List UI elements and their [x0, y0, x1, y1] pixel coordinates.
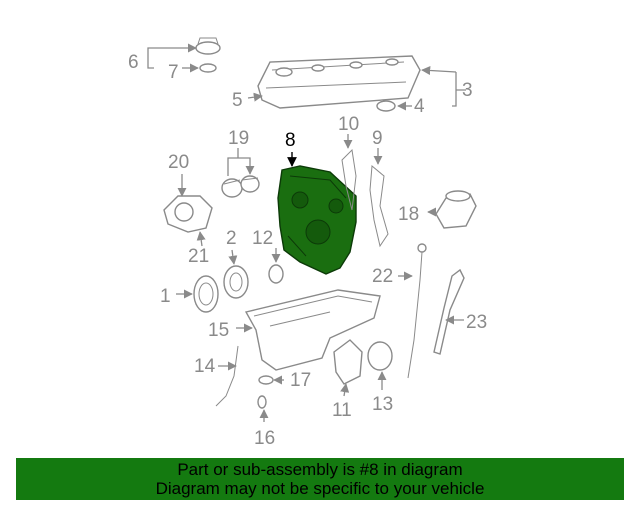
- dipstick-part: [407, 251, 423, 379]
- drain-plug-part: [258, 375, 274, 385]
- callout-16: 16: [254, 428, 275, 449]
- callout-12: 12: [252, 228, 273, 249]
- callout-9: 9: [372, 128, 383, 149]
- callout-4: 4: [414, 96, 425, 117]
- cover-gasket-part: [341, 148, 357, 211]
- callout-21: 21: [188, 246, 209, 267]
- callout-14: 14: [194, 356, 216, 377]
- idler-pulley-part: [223, 265, 249, 299]
- callout-17: 17: [290, 370, 311, 391]
- thermostat-part: [221, 175, 260, 198]
- callout-8: 8: [285, 130, 296, 151]
- banner-line-disclaimer: Diagram may not be specific to your vehi…: [155, 479, 485, 498]
- oil-pan-part: [244, 289, 381, 371]
- callout-15: 15: [208, 320, 229, 341]
- callout-5: 5: [232, 90, 243, 111]
- cylinder-head-cover-part: [257, 55, 421, 109]
- callout-23: 23: [466, 312, 487, 333]
- callout-22: 22: [372, 266, 393, 287]
- callout-3: 3: [462, 80, 473, 101]
- water-pump-part: [163, 195, 213, 233]
- timing-cover-part: [277, 165, 357, 275]
- part-info-banner: Part or sub-assembly is #8 in diagram Di…: [16, 458, 624, 500]
- callout-13: 13: [372, 394, 393, 415]
- callout-2: 2: [226, 228, 237, 249]
- callout-19: 19: [228, 128, 249, 149]
- oil-level-sensor-part: [215, 345, 239, 407]
- cap-gasket-part: [199, 63, 217, 73]
- parts-diagram: 6 7 5 3 4 8 10 9 19 20 18 2 12 21 22 1 2…: [128, 37, 487, 449]
- dipstick-tube-part: [433, 268, 465, 355]
- oil-filter-part: [435, 190, 477, 229]
- banner-line-part: Part or sub-assembly is #8 in diagram: [177, 460, 463, 479]
- front-seal-part: [268, 264, 284, 284]
- callout-7: 7: [168, 62, 179, 83]
- oil-filler-cap-part: [195, 37, 221, 55]
- timing-gasket-part: [369, 165, 389, 248]
- callout-10: 10: [338, 114, 359, 135]
- callout-11: 11: [332, 400, 352, 421]
- callout-1: 1: [160, 286, 171, 307]
- seal-part: [376, 100, 396, 112]
- leader-lines: [147, 43, 466, 422]
- gasket-part: [257, 395, 267, 409]
- rear-seal-retainer-part: [333, 339, 363, 385]
- callout-20: 20: [168, 152, 189, 173]
- callout-6: 6: [128, 52, 139, 73]
- rear-seal-part: [367, 341, 393, 371]
- callout-18: 18: [398, 204, 419, 225]
- crank-pulley-part: [193, 275, 219, 313]
